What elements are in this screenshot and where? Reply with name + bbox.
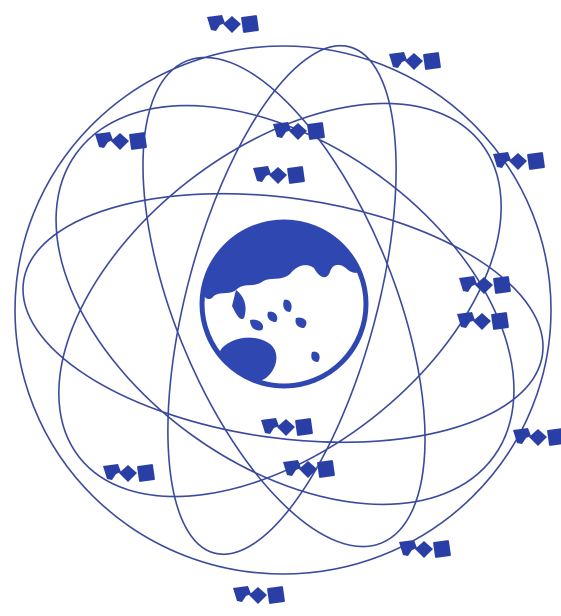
satellite-icon bbox=[261, 418, 313, 436]
satellite-icon bbox=[493, 152, 545, 170]
satellite-icon bbox=[399, 540, 451, 558]
satellite-icon bbox=[95, 132, 147, 150]
satellite-icon bbox=[103, 464, 155, 482]
satellite-icon bbox=[253, 166, 305, 184]
satellite-icon bbox=[233, 586, 285, 604]
earth-globe-icon bbox=[202, 218, 366, 386]
satellite-icon bbox=[207, 15, 259, 33]
satellite-icon bbox=[459, 276, 511, 294]
satellite-icon bbox=[283, 460, 335, 478]
satellite-icon bbox=[389, 52, 441, 70]
satellite-icon bbox=[273, 122, 325, 140]
satellite-icon bbox=[513, 428, 561, 446]
satellite-icon bbox=[457, 312, 509, 330]
